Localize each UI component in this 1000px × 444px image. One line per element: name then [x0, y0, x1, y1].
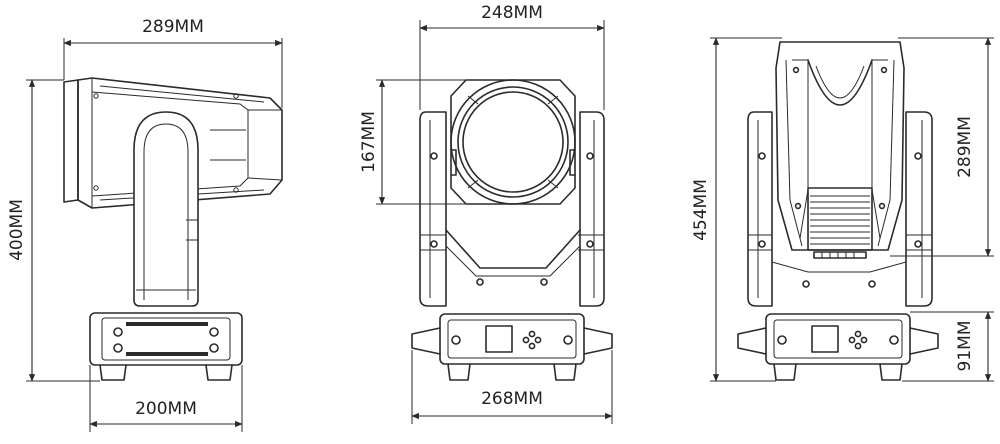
- back-dim-total: 454MM: [691, 37, 782, 382]
- front-base-width-label: 268MM: [481, 389, 543, 409]
- back-head: [775, 41, 905, 259]
- side-dim-base: 200MM: [89, 365, 243, 432]
- front-top-width-label: 248MM: [481, 3, 543, 23]
- front-base: [411, 313, 613, 381]
- back-dim-head: 289MM: [890, 37, 994, 257]
- back-yoke: [747, 111, 933, 307]
- back-dim-base: 91MM: [902, 311, 994, 382]
- side-base-width-label: 200MM: [135, 399, 197, 419]
- front-view: 248MM 167MM 268MM: [359, 3, 613, 424]
- side-view: 289MM 400MM 200MM: [7, 17, 283, 432]
- back-view: 454MM 289MM 91MM: [691, 37, 994, 382]
- front-dim-base: 268MM: [411, 350, 613, 424]
- back-base-height-label: 91MM: [955, 321, 975, 372]
- side-top-width-label: 289MM: [142, 17, 204, 37]
- side-dim-height: 400MM: [7, 79, 100, 382]
- front-yoke: [419, 111, 605, 307]
- back-head-height-label: 289MM: [955, 116, 975, 178]
- back-base: [737, 313, 939, 381]
- side-head: [63, 77, 283, 209]
- side-height-label: 400MM: [7, 199, 27, 261]
- side-base: [89, 312, 243, 381]
- side-dim-top: 289MM: [63, 17, 283, 108]
- front-dim-top: 248MM: [419, 3, 605, 110]
- back-total-height-label: 454MM: [691, 179, 711, 241]
- front-head: [450, 79, 576, 205]
- front-lens-height-label: 167MM: [359, 111, 379, 173]
- side-arm: [133, 111, 199, 307]
- front-dim-lens: 167MM: [359, 79, 466, 205]
